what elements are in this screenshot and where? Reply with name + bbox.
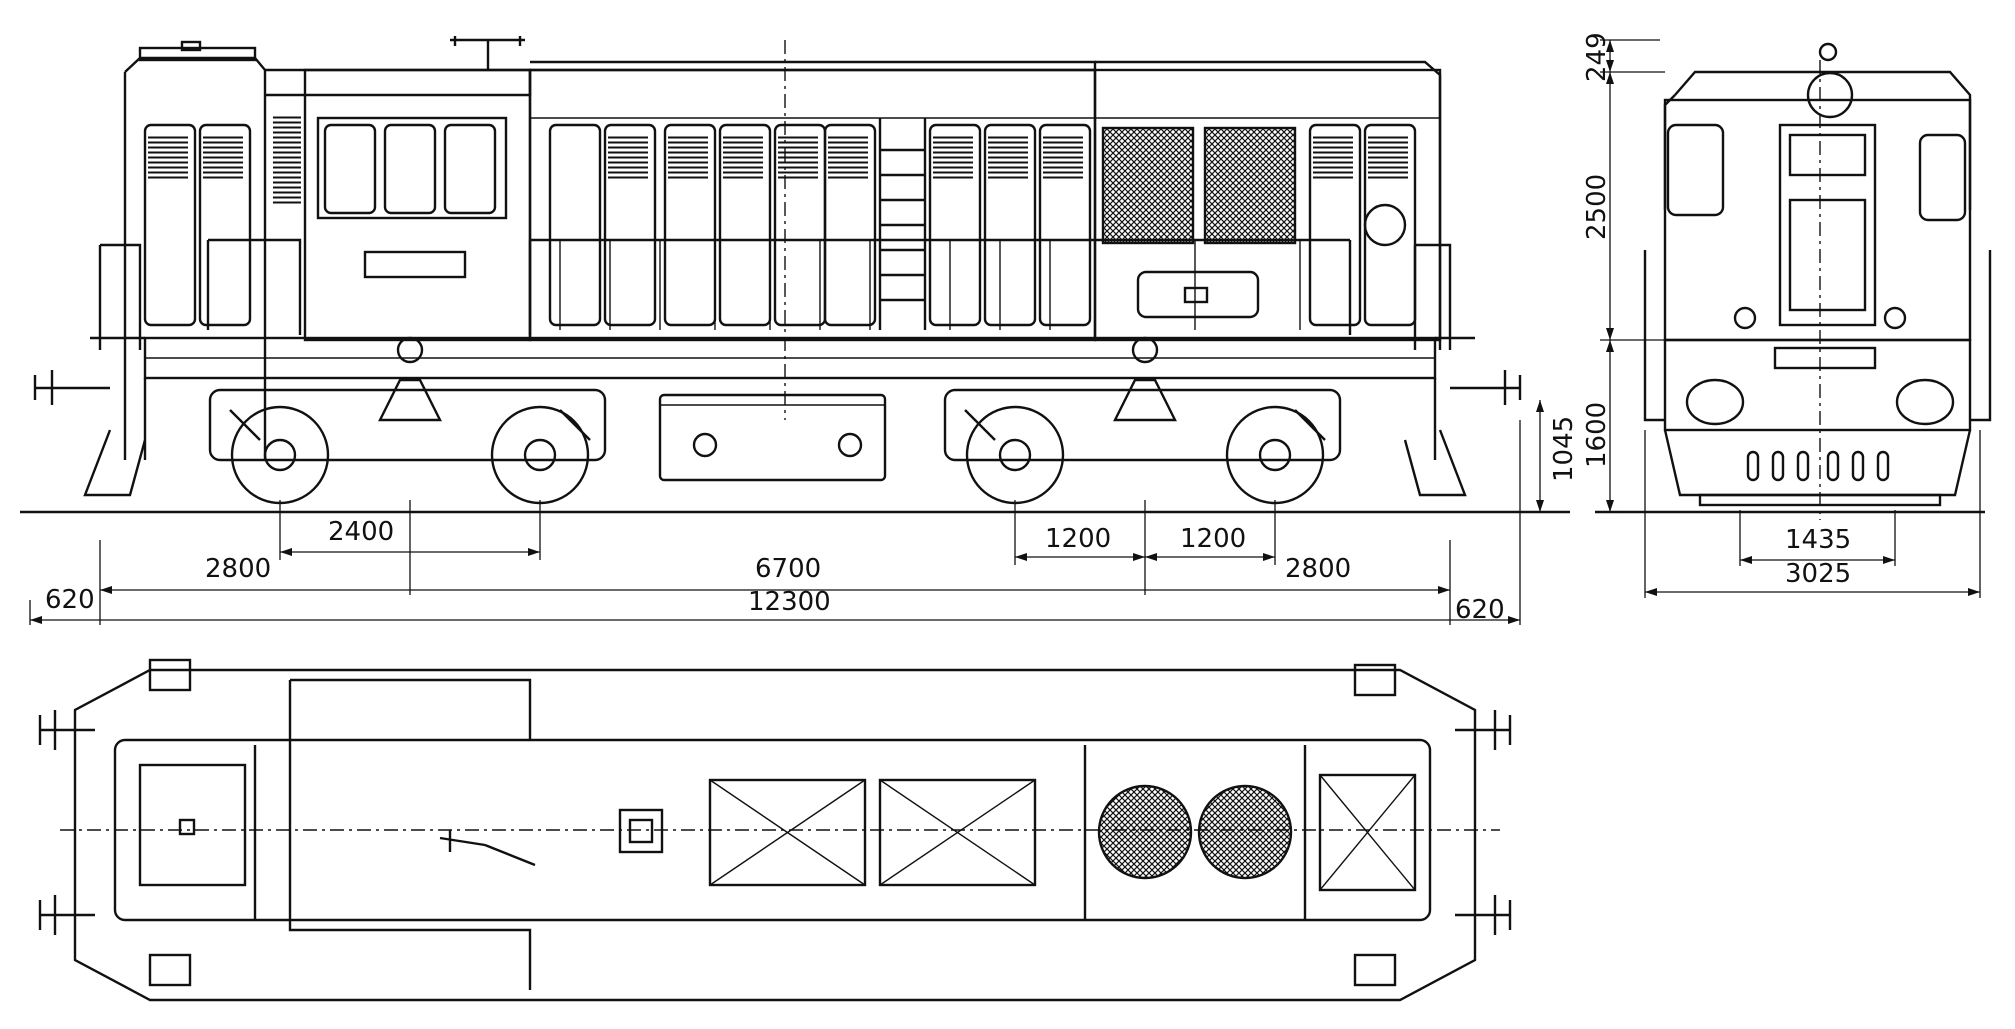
hood-body-right: [1093, 68, 1442, 342]
buffer-right: [1403, 370, 1522, 497]
fuel-tank: [658, 393, 887, 482]
headlight-right-icon: [1895, 378, 1955, 426]
hood-body: [528, 68, 1097, 342]
handrails: [98, 238, 1452, 350]
front-vents: [1746, 450, 1890, 482]
cab-windows: [316, 116, 508, 220]
front-window-right: [1918, 133, 1967, 222]
top-plan-view: [38, 658, 1512, 1002]
dim-body-height: 1600: [1582, 402, 1612, 468]
cab-body: [303, 68, 532, 342]
front-window-left: [1666, 123, 1725, 217]
dim-bogie-wheelbase: 2400: [328, 517, 394, 547]
center-ladder: [878, 118, 927, 330]
radiator-grilles: [1101, 126, 1297, 319]
dim-cab-height: 2500: [1582, 174, 1612, 240]
dim-end-left: 2800: [205, 554, 271, 584]
hood-doors: [548, 123, 1092, 327]
fan-icon: [1197, 784, 1293, 880]
dim-gauge: 1435: [1785, 525, 1851, 555]
front-roof: [1674, 70, 1972, 210]
plan-roof-hatches: [708, 773, 1417, 892]
dim-centres: 6700: [755, 554, 821, 584]
dim-overall: 12300: [748, 587, 831, 617]
front-elevation-view: [1595, 42, 1992, 520]
bogie-right: [943, 336, 1342, 505]
dim-buffer-left: 620: [45, 585, 95, 615]
plan-exhaust: [618, 808, 664, 854]
front-door: [1778, 123, 1877, 327]
dim-axle-left: 1200: [1045, 524, 1111, 554]
front-dimensions: 249 2500 1600 1435 3025: [1582, 32, 1981, 598]
side-elevation-view: [20, 36, 1570, 514]
fan-icon: [1097, 784, 1193, 880]
headlight-top-icon: [1806, 71, 1854, 119]
front-buffer-beam: [1663, 338, 1972, 432]
dim-width: 3025: [1785, 559, 1851, 589]
porthole-icon: [1363, 203, 1407, 247]
plan-hatch-left: [138, 763, 247, 887]
plan-outline: [73, 668, 1477, 1002]
dim-buffer-right: 620: [1455, 595, 1505, 625]
cab-nameplate: [363, 250, 467, 279]
wheel-icon: [965, 405, 1065, 505]
side-dimensions: 2400 1200 1200 2800 6700 2800 620 12300 …: [29, 400, 1579, 625]
wheel-icon: [490, 405, 590, 505]
dim-buffer-height: 1045: [1549, 416, 1579, 482]
dim-top-dome: 249: [1582, 32, 1612, 82]
buffer-left: [33, 370, 147, 497]
dim-end-right: 2800: [1285, 554, 1351, 584]
headlight-left-icon: [1685, 378, 1745, 426]
bogie-left: [208, 336, 607, 505]
plan-horn-icon: [439, 830, 536, 867]
dim-axle-right: 1200: [1180, 524, 1246, 554]
wheel-icon: [230, 405, 330, 505]
horn-icon: [450, 36, 525, 70]
wheel-icon: [1225, 405, 1325, 505]
plan-buffers: [38, 710, 1512, 935]
